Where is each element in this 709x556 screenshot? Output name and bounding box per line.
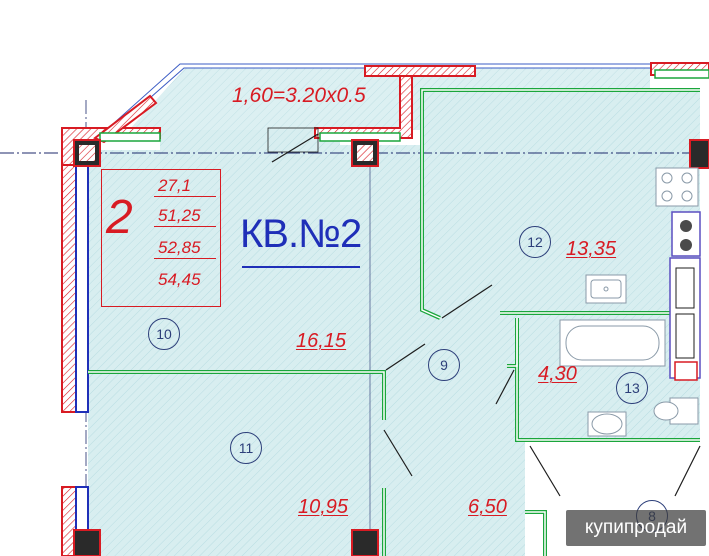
door-kitchen [441, 284, 493, 319]
room-area-10: 16,15 [296, 330, 347, 352]
door-hall [385, 343, 426, 371]
door-entry-a [529, 445, 561, 497]
room-area-12: 13,35 [566, 238, 617, 260]
watermark: купипродай [566, 510, 706, 546]
area-value: 51,25 [154, 206, 216, 227]
wall-hall-bottom [525, 510, 547, 556]
apartment-title-underline [242, 266, 360, 268]
exterior-wall-left [61, 129, 77, 413]
balcony-formula: 1,60=3.20x0.5 [232, 84, 366, 107]
column [689, 139, 709, 169]
stove-icon [655, 167, 699, 207]
room-number-11: 11 [230, 432, 262, 464]
apartment-title: КВ.№2 [240, 212, 362, 256]
column [351, 529, 379, 556]
room-area-9: 6,50 [468, 496, 507, 518]
toilet-icon [653, 397, 699, 425]
door-room10 [271, 133, 319, 163]
room-number-10: 10 [148, 318, 180, 350]
column [73, 529, 101, 556]
window-right [654, 69, 709, 79]
room-area-11: 10,95 [298, 496, 349, 518]
room-number-9: 9 [428, 349, 460, 381]
washbasin-icon [587, 411, 627, 437]
area-value: 27,1 [154, 176, 216, 197]
door-wc [495, 369, 515, 405]
rooms-count: 2 [106, 191, 133, 244]
room-area-13: 4,30 [538, 363, 577, 385]
balcony-floor [120, 68, 650, 140]
room-number-12: 12 [519, 226, 551, 258]
door-room11 [383, 429, 413, 477]
area-value: 54,45 [158, 270, 201, 289]
column [351, 139, 379, 167]
balcony-outline [94, 63, 650, 141]
apartment-summary-box: 2 27,1 51,25 52,85 54,45 [101, 169, 221, 307]
bathtub-icon [559, 319, 666, 367]
area-value: 52,85 [154, 238, 216, 259]
door-entry-b [674, 445, 701, 497]
window-left [99, 132, 161, 142]
room-number-13: 13 [616, 372, 648, 404]
sink-icon [585, 274, 627, 304]
